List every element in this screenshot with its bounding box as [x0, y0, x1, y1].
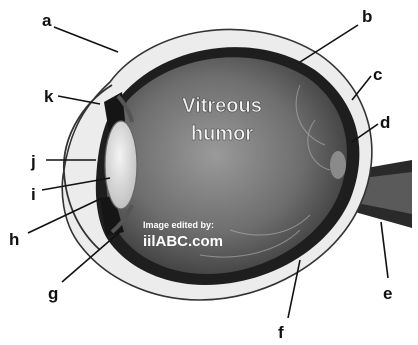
label-d: d	[380, 113, 390, 132]
lens	[105, 121, 137, 209]
label-a: a	[42, 11, 52, 30]
label-k: k	[44, 87, 54, 106]
label-e: e	[383, 284, 392, 303]
label-g: g	[48, 284, 58, 303]
label-b: b	[362, 7, 372, 26]
leader-e	[381, 222, 388, 278]
label-c: c	[373, 65, 382, 84]
watermark-line2: iilABC.com	[143, 233, 223, 250]
vitreous-humor-label-line2: humor	[191, 123, 253, 145]
leader-a	[54, 27, 118, 52]
optic-disc	[330, 151, 346, 179]
watermark-line1: Image edited by:	[143, 220, 214, 230]
label-j: j	[30, 152, 36, 171]
leader-c	[352, 76, 371, 100]
label-f: f	[278, 323, 284, 342]
label-h: h	[9, 230, 19, 249]
label-i: i	[31, 185, 36, 204]
leader-b	[300, 25, 358, 62]
vitreous-humor-label-line1: Vitreous	[182, 95, 262, 117]
